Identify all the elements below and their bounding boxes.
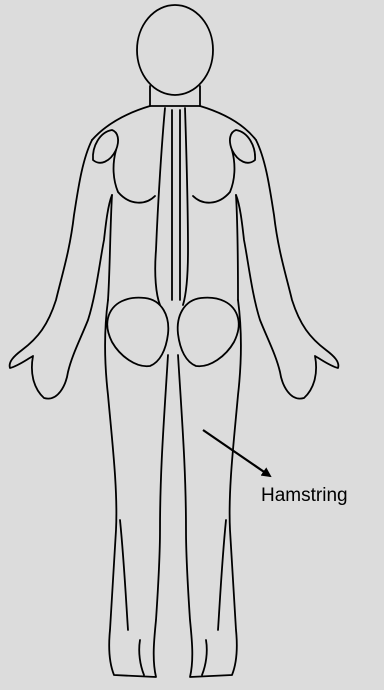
upper-back-outline	[114, 150, 235, 203]
right-gluteus-outline	[178, 298, 239, 367]
right-leg-outline	[178, 300, 241, 677]
torso-sides-outline	[108, 195, 238, 300]
left-leg-outline	[105, 300, 168, 677]
right-arm-outline	[236, 140, 338, 399]
hamstring-label: Hamstring	[261, 485, 348, 507]
neck-outline	[150, 86, 200, 106]
leg-detail-lines	[120, 520, 226, 675]
left-gluteus-outline	[107, 298, 168, 367]
hamstring-arrow	[203, 430, 270, 476]
spine-outline	[155, 108, 188, 305]
head-outline	[137, 5, 213, 95]
left-arm-outline	[10, 140, 112, 399]
